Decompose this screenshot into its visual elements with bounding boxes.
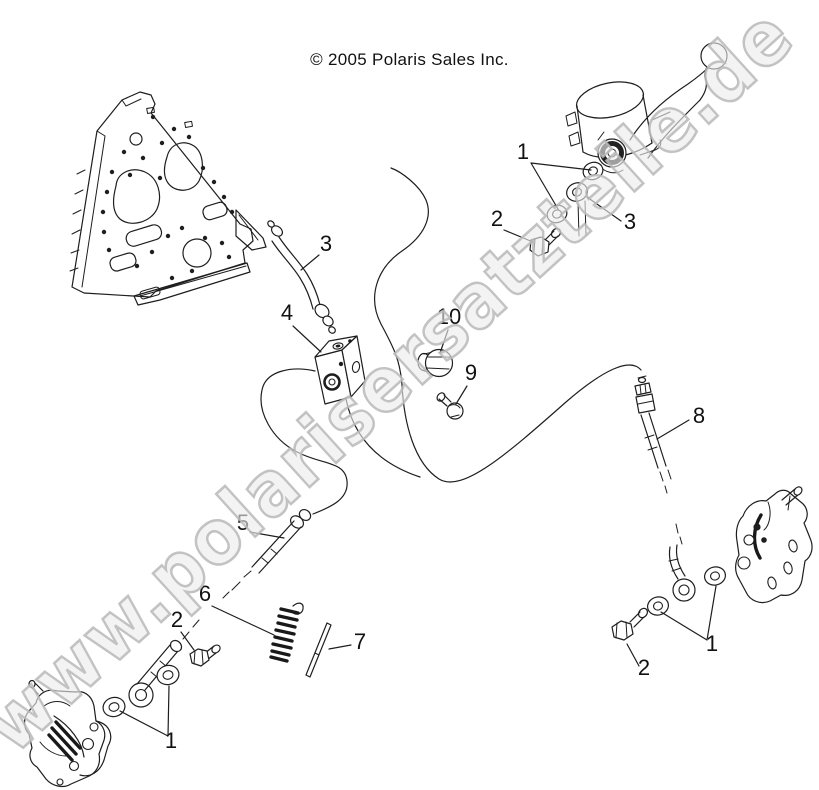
callout-2-rear-bolt: 2 bbox=[638, 655, 650, 680]
frame-rivet-holes bbox=[100, 114, 235, 281]
callout-3-washer: 3 bbox=[624, 209, 636, 234]
bleed-bolt bbox=[436, 392, 464, 420]
callout-2-master-cylinder-bolt: 2 bbox=[491, 206, 503, 231]
callout-10-plug: 10 bbox=[437, 304, 461, 329]
rear-caliper-group bbox=[611, 486, 813, 641]
callout-7-pin: 7 bbox=[354, 629, 366, 654]
right-brake-hose bbox=[634, 375, 672, 494]
frame-bracket-drawing bbox=[69, 91, 267, 306]
callout-2-front-bolt: 2 bbox=[171, 607, 183, 632]
callout-5-lower-hose: 5 bbox=[237, 510, 249, 535]
callout-1-master-cylinder: 1 bbox=[517, 139, 529, 164]
copyright-text: © 2005 Polaris Sales Inc. bbox=[310, 50, 509, 69]
callout-3-upper-hose: 3 bbox=[320, 231, 332, 256]
callout-1-rear-washers: 1 bbox=[706, 631, 718, 656]
lower-brake-hose bbox=[231, 508, 312, 591]
callout-8-right-hose: 8 bbox=[693, 403, 705, 428]
banjo-washers-top bbox=[546, 161, 604, 237]
callout-1-front-washers: 1 bbox=[165, 728, 177, 753]
front-caliper-group bbox=[23, 591, 230, 788]
banjo-bolt-top bbox=[529, 227, 562, 257]
callout-4-junction-block: 4 bbox=[281, 300, 293, 325]
watermark-text: www.polarisersatzteile.de bbox=[0, 0, 811, 771]
callout-6-spring: 6 bbox=[199, 581, 211, 606]
outlet-plug bbox=[417, 348, 454, 378]
callout-9-bolt: 9 bbox=[465, 360, 477, 385]
brake-line-main bbox=[260, 167, 642, 515]
pad-spring bbox=[269, 602, 304, 663]
callout-leaders bbox=[119, 162, 717, 737]
upper-brake-hose bbox=[267, 220, 336, 334]
junction-block bbox=[314, 335, 366, 405]
master-cylinder-drawing bbox=[565, 42, 728, 174]
pad-pin bbox=[305, 622, 332, 678]
